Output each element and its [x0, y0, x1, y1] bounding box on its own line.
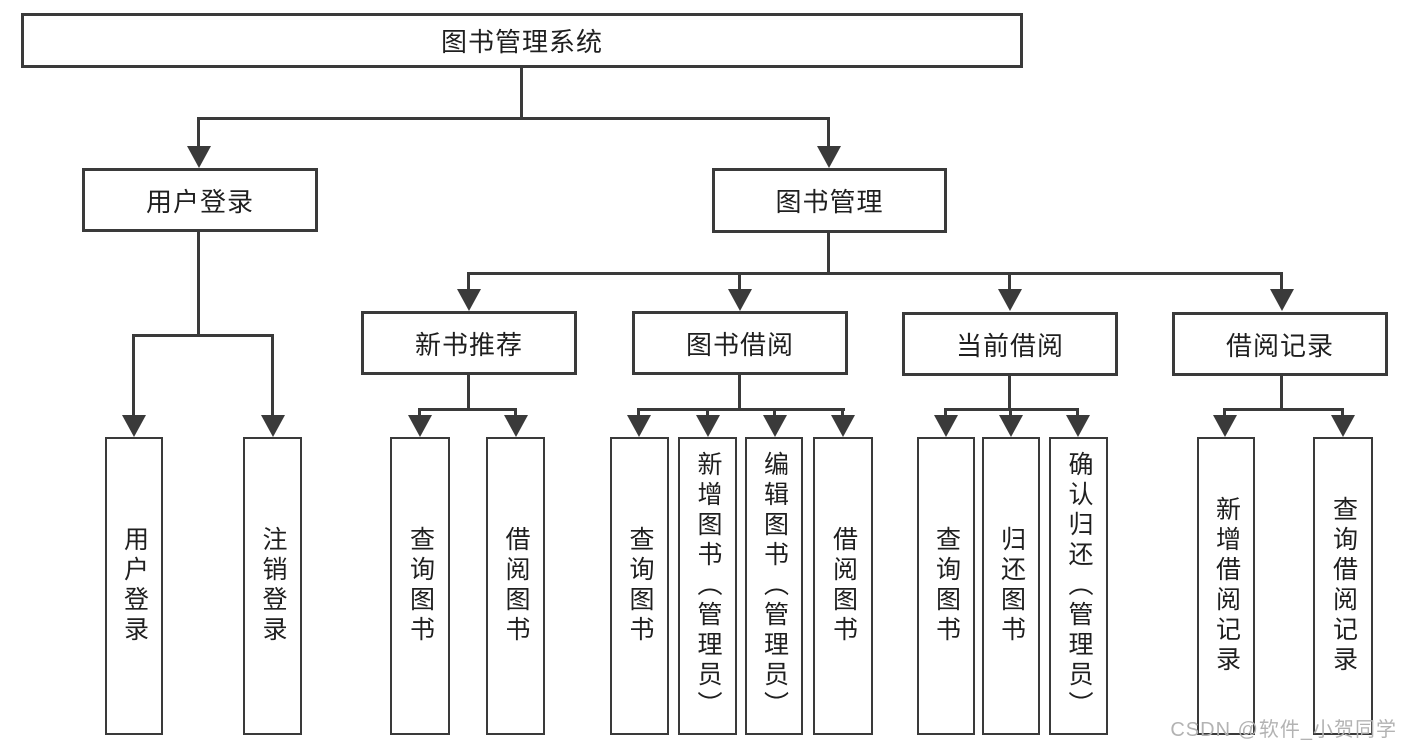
node-current-borrowing: 当前借阅 [902, 312, 1118, 376]
node-label: 编辑图书（管理员） [760, 451, 789, 721]
node-query-books-borrowing: 查询图书 [610, 437, 669, 735]
connector-line [198, 117, 830, 120]
node-label: 用户登录 [145, 186, 254, 217]
connector-line [841, 408, 844, 418]
csdn-watermark: CSDN @软件_小贺同学 [1170, 719, 1397, 741]
node-logout: 注销登录 [243, 437, 302, 735]
connector-line [197, 117, 200, 148]
node-query-borrow-record: 查询借阅记录 [1313, 437, 1373, 735]
node-label: 新增借阅记录 [1212, 496, 1241, 676]
node-label: 用户登录 [120, 526, 149, 646]
node-new-book-recommendation: 新书推荐 [361, 311, 577, 375]
connector-line [1223, 408, 1226, 418]
connector-line [468, 272, 1283, 275]
connector-line [467, 272, 470, 291]
connector-line [132, 334, 135, 417]
node-label: 图书借阅 [685, 329, 794, 360]
connector-line [827, 117, 830, 148]
connector-line [1009, 408, 1012, 418]
connector-line [1008, 375, 1011, 411]
arrow-down-icon [504, 415, 528, 437]
arrow-down-icon [1213, 415, 1237, 437]
node-label: 新书推荐 [414, 329, 523, 360]
arrow-down-icon [817, 146, 841, 168]
connector-line [467, 375, 470, 411]
node-label: 借阅记录 [1225, 330, 1334, 361]
node-book-management: 图书管理 [712, 168, 947, 233]
arrow-down-icon [122, 415, 146, 437]
node-label: 归还图书 [997, 526, 1026, 646]
connector-line [419, 408, 517, 411]
arrow-down-icon [627, 415, 651, 437]
node-return-books: 归还图书 [982, 437, 1040, 735]
connector-line [1280, 272, 1283, 291]
connector-line [1341, 408, 1344, 418]
connector-line [271, 334, 274, 417]
node-user-login-leaf: 用户登录 [105, 437, 163, 735]
node-label: 当前借阅 [955, 330, 1064, 361]
node-query-books-recommend: 查询图书 [390, 437, 450, 735]
arrow-down-icon [999, 415, 1023, 437]
connector-line [1076, 408, 1079, 418]
node-borrowing-records: 借阅记录 [1172, 312, 1388, 376]
node-query-books-current: 查询图书 [917, 437, 975, 735]
connector-line [638, 408, 845, 411]
node-borrow-books-recommend: 借阅图书 [486, 437, 545, 735]
arrow-down-icon [1331, 415, 1355, 437]
arrow-down-icon [696, 415, 720, 437]
arrow-down-icon [187, 146, 211, 168]
node-confirm-return-admin: 确认归还（管理员） [1049, 437, 1108, 735]
node-label: 查询图书 [932, 526, 961, 646]
arrow-down-icon [408, 415, 432, 437]
connector-line [418, 408, 421, 418]
connector-line [1280, 375, 1283, 411]
connector-line [773, 408, 776, 418]
node-library-management-system: 图书管理系统 [21, 13, 1023, 68]
node-label: 查询图书 [406, 526, 435, 646]
connector-line [738, 375, 741, 411]
connector-line [944, 408, 947, 418]
node-book-borrowing: 图书借阅 [632, 311, 848, 375]
node-user-login: 用户登录 [82, 168, 318, 232]
node-label: 新增图书（管理员） [694, 451, 722, 721]
arrow-down-icon [934, 415, 958, 437]
arrow-down-icon [1066, 415, 1090, 437]
connector-line [514, 408, 517, 418]
arrow-down-icon [831, 415, 855, 437]
node-label: 查询借阅记录 [1329, 496, 1358, 676]
node-borrow-books: 借阅图书 [813, 437, 873, 735]
connector-line [945, 408, 1079, 411]
connector-line [1224, 408, 1343, 411]
arrow-down-icon [728, 289, 752, 311]
node-label: 图书管理 [775, 187, 884, 217]
node-add-books-admin: 新增图书（管理员） [678, 437, 737, 735]
node-label: 注销登录 [259, 526, 287, 646]
connector-line [1008, 272, 1011, 291]
arrow-down-icon [998, 289, 1022, 311]
connector-line [197, 232, 200, 337]
node-edit-books-admin: 编辑图书（管理员） [745, 437, 803, 735]
arrow-down-icon [261, 415, 285, 437]
node-add-borrow-record: 新增借阅记录 [1197, 437, 1255, 735]
arrow-down-icon [763, 415, 787, 437]
node-label: 查询图书 [626, 526, 654, 646]
connector-line [827, 233, 830, 275]
arrow-down-icon [1270, 289, 1294, 311]
node-label: 借阅图书 [502, 526, 530, 646]
arrow-down-icon [457, 289, 481, 311]
connector-line [520, 68, 523, 120]
node-label: 确认归还（管理员） [1065, 451, 1093, 721]
node-label: 图书管理系统 [440, 27, 603, 57]
node-label: 借阅图书 [829, 526, 858, 646]
connector-line [738, 272, 741, 291]
connector-line [637, 408, 640, 418]
connector-line [706, 408, 709, 418]
connector-line [133, 334, 274, 337]
